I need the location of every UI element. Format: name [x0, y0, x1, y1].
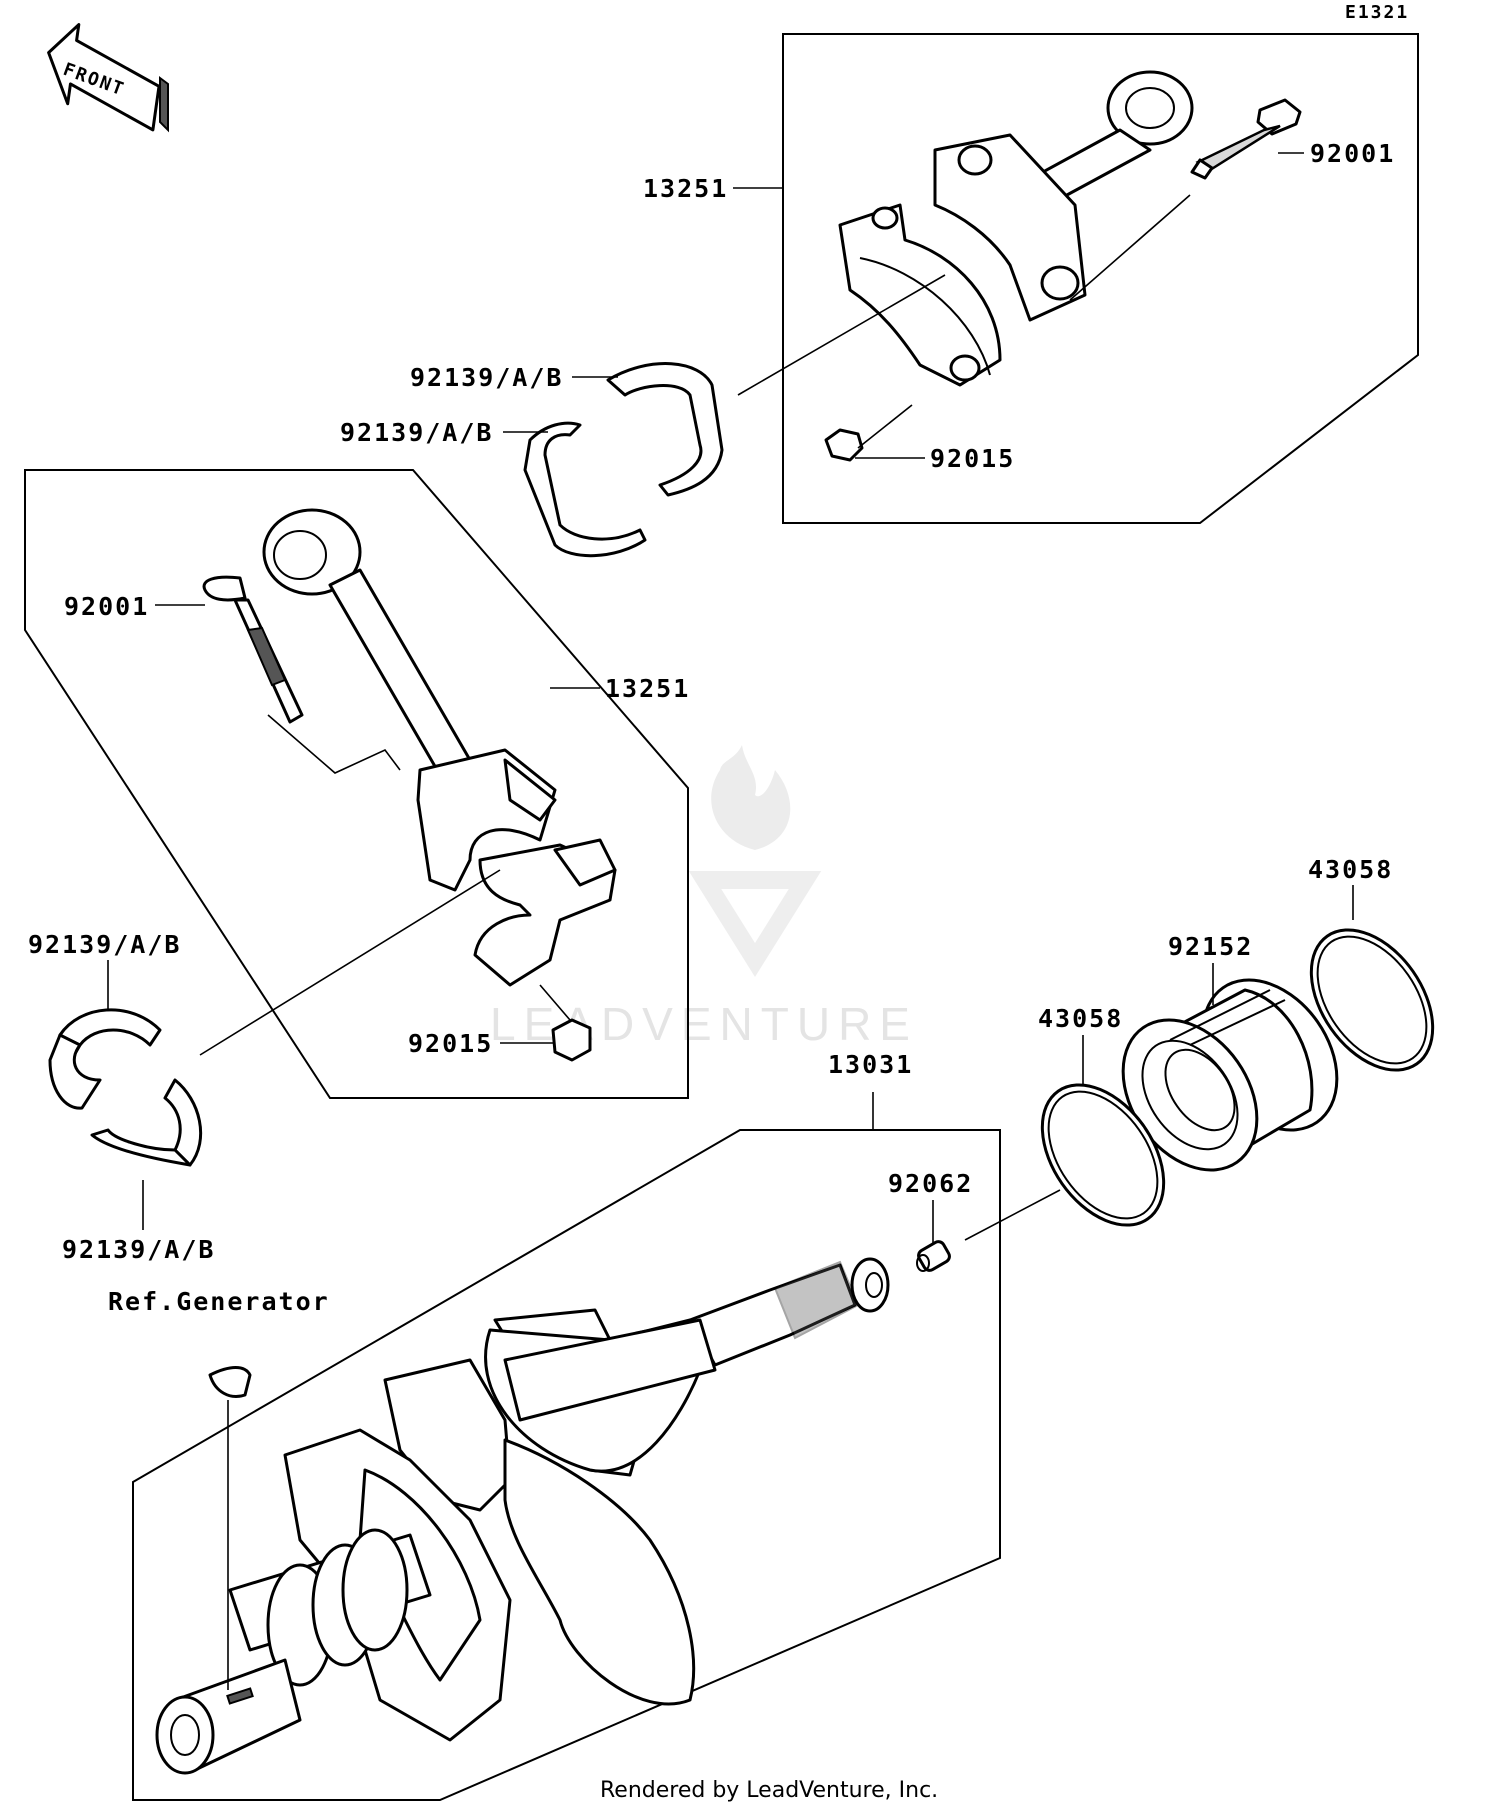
callout-conrod-left: 13251 [605, 674, 690, 703]
woodruff-key [208, 1366, 252, 1398]
leader-bolt-axis-left [267, 714, 401, 774]
leader-pin-axis [964, 1189, 1061, 1241]
bearing-shell-upper-1 [606, 362, 724, 497]
callout-ref-generator: Ref.Generator [108, 1287, 330, 1316]
callout-bearing-housing: 92152 [1168, 932, 1253, 961]
callout-bearing-upper-2: 92139/A/B [340, 418, 493, 447]
crankshaft-group-box [132, 1129, 1001, 1801]
conrod-left-group-box [24, 469, 689, 1099]
crankshaft [155, 1257, 890, 1775]
front-arrow-icon: FRONT [47, 23, 169, 133]
callout-pin: 92062 [888, 1169, 973, 1198]
leader-bolt-axis-top [1069, 194, 1191, 301]
bearing-shell-left-bottom [90, 1078, 203, 1167]
callout-bearing-left-top: 92139/A/B [28, 930, 181, 959]
conrod-top-group-box [782, 33, 1419, 524]
diagram-id: E1321 [1345, 2, 1409, 23]
bearing-shell-left-top [48, 1008, 162, 1110]
callout-ring-mid: 43058 [1038, 1004, 1123, 1033]
leader-nut-axis-left [539, 984, 571, 1021]
callout-nut-left: 92015 [408, 1029, 493, 1058]
bolt-left [202, 575, 304, 724]
leader-bearing-axis-top [737, 274, 946, 396]
dowel-pin [916, 1240, 951, 1272]
callout-bolt-left: 92001 [64, 592, 149, 621]
callout-bearing-left-bottom: 92139/A/B [62, 1235, 215, 1264]
callout-ring-right: 43058 [1308, 855, 1393, 884]
snap-ring-mid [1040, 1083, 1166, 1227]
snap-ring-right [1309, 928, 1435, 1072]
connecting-rod-top [838, 70, 1194, 387]
nut-top [824, 428, 864, 462]
leader-nut-top-up [857, 404, 913, 449]
connecting-rod-left [262, 508, 617, 987]
render-credit: Rendered by LeadVenture, Inc. [600, 1778, 938, 1803]
callout-conrod-top: 13251 [643, 174, 728, 203]
leadventure-watermark: LEADVENTURE [490, 745, 910, 1050]
bearing-shell-upper-2 [523, 421, 647, 558]
callout-crankshaft: 13031 [828, 1050, 913, 1079]
callout-bearing-upper-1: 92139/A/B [410, 363, 563, 392]
leader-bearing-axis-left [199, 869, 501, 1056]
bearing-housing [1121, 978, 1339, 1172]
callout-bolt-top: 92001 [1310, 139, 1395, 168]
bolt-top [1190, 98, 1302, 180]
nut-left [551, 1018, 592, 1062]
callout-nut-top: 92015 [930, 444, 1015, 473]
